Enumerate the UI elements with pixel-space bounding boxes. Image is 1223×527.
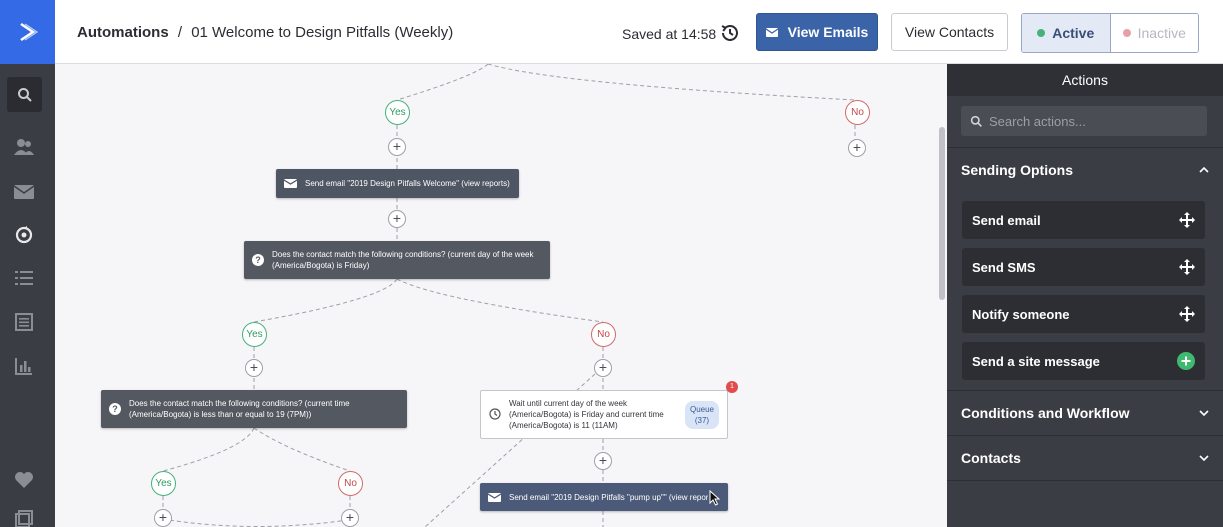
node-send-email-welcome[interactable]: Send email "2019 Design Pitfalls Welcome… (276, 169, 519, 198)
canvas-scrollbar[interactable] (939, 127, 945, 300)
add-step-button[interactable]: + (388, 210, 406, 228)
node-text: Does the contact match the following con… (129, 399, 350, 419)
queue-count: (37) (694, 415, 710, 425)
drag-move-icon[interactable] (1179, 306, 1195, 322)
node-send-email-pumpup[interactable]: Send email "2019 Design Pitfalls "pump u… (480, 483, 728, 511)
section-contacts[interactable]: Contacts (947, 435, 1223, 480)
add-step-button[interactable]: + (388, 138, 406, 156)
chevron-down-icon (1199, 410, 1209, 416)
breadcrumb-root[interactable]: Automations (77, 24, 169, 41)
node-text: Send email "2019 Design Pitfalls Welcome… (305, 179, 510, 188)
svg-text:?: ? (255, 255, 261, 265)
actions-panel: Actions Search actions... Sending Option… (947, 64, 1223, 527)
branch-yes[interactable]: Yes (151, 471, 176, 496)
active-dot-icon (1037, 29, 1046, 37)
reports-icon[interactable] (13, 355, 35, 377)
email-icon (488, 492, 501, 502)
view-emails-label: View Emails (787, 24, 869, 40)
status-inactive-option[interactable]: Inactive (1110, 14, 1198, 52)
heart-icon[interactable] (13, 469, 35, 491)
chevron-up-icon (1199, 167, 1209, 173)
breadcrumb-current: 01 Welcome to Design Pitfalls (Weekly) (191, 24, 454, 41)
action-label: Send SMS (972, 259, 1036, 275)
view-emails-button[interactable]: View Emails (756, 13, 878, 51)
section-label: Contacts (961, 450, 1021, 466)
svg-text:?: ? (112, 404, 118, 414)
email-icon (765, 27, 778, 37)
add-step-button[interactable]: + (594, 359, 612, 377)
question-icon: ? (252, 254, 264, 266)
email-icon (284, 179, 297, 188)
pages-icon[interactable] (13, 508, 35, 527)
queue-label: Queue (689, 404, 714, 414)
node-text: Wait until current day of the week (Amer… (509, 399, 664, 430)
breadcrumb: Automations / 01 Welcome to Design Pitfa… (77, 24, 453, 41)
action-send-site-message[interactable]: Send a site message (962, 342, 1205, 380)
status-active-option[interactable]: Active (1022, 14, 1111, 52)
saved-status: Saved at 14:58 (622, 26, 717, 42)
forms-icon[interactable] (13, 311, 35, 333)
search-icon[interactable] (7, 77, 42, 112)
logo-icon[interactable] (0, 0, 55, 64)
left-nav (0, 0, 55, 527)
connector-lines (162, 64, 856, 527)
node-condition-friday[interactable]: ? Does the contact match the following c… (244, 241, 550, 279)
email-icon[interactable] (13, 181, 35, 203)
status-toggle: Active Inactive (1021, 13, 1199, 53)
queue-badge[interactable]: Queue (37) (684, 400, 719, 429)
section-label: Sending Options (961, 162, 1073, 178)
drag-move-icon[interactable] (1179, 212, 1195, 228)
status-inactive-label: Inactive (1137, 25, 1186, 41)
node-text: Does the contact match the following con… (272, 250, 534, 270)
history-icon[interactable] (719, 22, 741, 44)
section-conditions-workflow[interactable]: Conditions and Workflow (947, 390, 1223, 435)
branch-no[interactable]: No (591, 322, 616, 347)
lists-icon[interactable] (13, 267, 35, 289)
breadcrumb-separator: / (177, 24, 183, 41)
action-send-email[interactable]: Send email (962, 201, 1205, 239)
chevron-down-icon (1199, 455, 1209, 461)
search-actions-input[interactable]: Search actions... (961, 106, 1207, 136)
action-label: Send a site message (972, 353, 1100, 369)
search-placeholder: Search actions... (989, 113, 1086, 129)
branch-yes[interactable]: Yes (385, 100, 410, 125)
question-icon: ? (109, 403, 121, 415)
automations-icon[interactable] (13, 224, 35, 246)
action-notify-someone[interactable]: Notify someone (962, 295, 1205, 333)
action-label: Notify someone (972, 306, 1070, 322)
branch-no[interactable]: No (845, 100, 870, 125)
inactive-dot-icon (1122, 29, 1131, 37)
panel-title: Actions (947, 64, 1223, 96)
panel-divider (947, 480, 1223, 481)
node-wait-until[interactable]: Wait until current day of the week (Amer… (480, 390, 728, 439)
branch-no[interactable]: No (338, 471, 363, 496)
clock-icon (489, 407, 501, 422)
status-active-label: Active (1052, 25, 1095, 41)
node-condition-time[interactable]: ? Does the contact match the following c… (101, 390, 407, 428)
branch-yes[interactable]: Yes (242, 322, 267, 347)
view-contacts-button[interactable]: View Contacts (891, 13, 1008, 51)
add-step-button[interactable]: + (594, 452, 612, 470)
notification-badge[interactable]: 1 (726, 381, 738, 393)
header: Automations / 01 Welcome to Design Pitfa… (55, 0, 1223, 64)
section-label: Conditions and Workflow (961, 405, 1130, 421)
add-step-button[interactable]: + (154, 509, 172, 527)
add-circle-icon[interactable] (1177, 352, 1195, 370)
action-label: Send email (972, 212, 1041, 228)
add-step-button[interactable]: + (848, 139, 866, 157)
add-step-button[interactable]: + (245, 359, 263, 377)
action-send-sms[interactable]: Send SMS (962, 248, 1205, 286)
mouse-cursor-icon (709, 490, 721, 506)
drag-move-icon[interactable] (1179, 259, 1195, 275)
add-step-button[interactable]: + (341, 509, 359, 527)
node-text: Send email "2019 Design Pitfalls "pump u… (509, 492, 709, 502)
workflow-canvas[interactable]: Yes No + + Send email "2019 Design Pitfa… (55, 64, 947, 527)
contacts-icon[interactable] (13, 136, 35, 158)
section-sending-options[interactable]: Sending Options (947, 147, 1223, 192)
search-icon (970, 115, 982, 127)
